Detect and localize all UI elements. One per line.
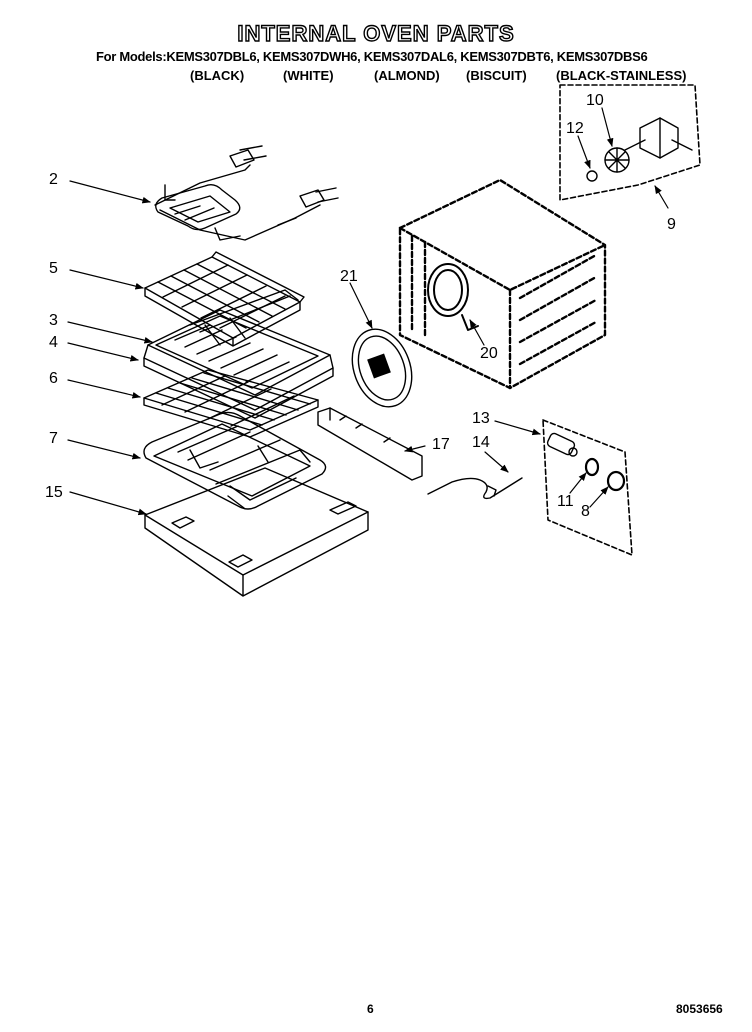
tray-part-15 (144, 467, 369, 597)
callout-10: 10 (586, 92, 604, 109)
color-almond: (ALMOND) (374, 68, 440, 83)
page-title: INTERNAL OVEN PARTS (237, 21, 515, 46)
broiler-pan-part-4 (143, 344, 334, 419)
callout-14: 14 (472, 434, 490, 451)
lower-rack-part-6 (143, 369, 319, 438)
fan-baffle-part-21 (351, 328, 413, 408)
bracket-part-17 (317, 407, 423, 481)
callout-3: 3 (49, 312, 58, 329)
color-biscuit: (BISCUIT) (466, 68, 527, 83)
callout-11: 11 (557, 493, 574, 510)
callout-12: 12 (566, 120, 584, 137)
callout-5: 5 (49, 260, 58, 277)
callout-13: 13 (472, 410, 490, 427)
color-white: (WHITE) (283, 68, 334, 83)
bake-element-part-7 (143, 411, 327, 510)
callout-17: 17 (432, 436, 450, 453)
callout-21: 21 (340, 268, 358, 285)
light-assembly-group (542, 419, 633, 556)
callout-15: 15 (45, 484, 63, 501)
color-black: (BLACK) (190, 68, 245, 83)
color-black-stainless: (BLACK-STAINLESS) (556, 68, 687, 83)
oven-cavity (398, 178, 607, 390)
models-line: For Models:KEMS307DBL6, KEMS307DWH6, KEM… (96, 49, 648, 64)
callout-2: 2 (49, 171, 58, 188)
leader-lines (67, 107, 669, 516)
callout-7: 7 (49, 430, 58, 447)
fan-motor-group (559, 84, 701, 201)
upper-rack-part-5 (144, 251, 305, 347)
callout-4: 4 (49, 334, 58, 351)
broil-element-part-2 (154, 145, 339, 241)
callout-8: 8 (581, 503, 590, 520)
temperature-sensor-part-14 (427, 477, 523, 500)
convection-element-part-20 (427, 263, 479, 331)
document-number: 8053656 (676, 1002, 723, 1016)
callout-6: 6 (49, 370, 58, 387)
page-number: 6 (367, 1002, 374, 1016)
color-variants-row: (BLACK) (WHITE) (ALMOND) (BISCUIT) (BLAC… (0, 68, 752, 84)
callout-20: 20 (480, 345, 498, 362)
callout-9: 9 (667, 216, 676, 233)
